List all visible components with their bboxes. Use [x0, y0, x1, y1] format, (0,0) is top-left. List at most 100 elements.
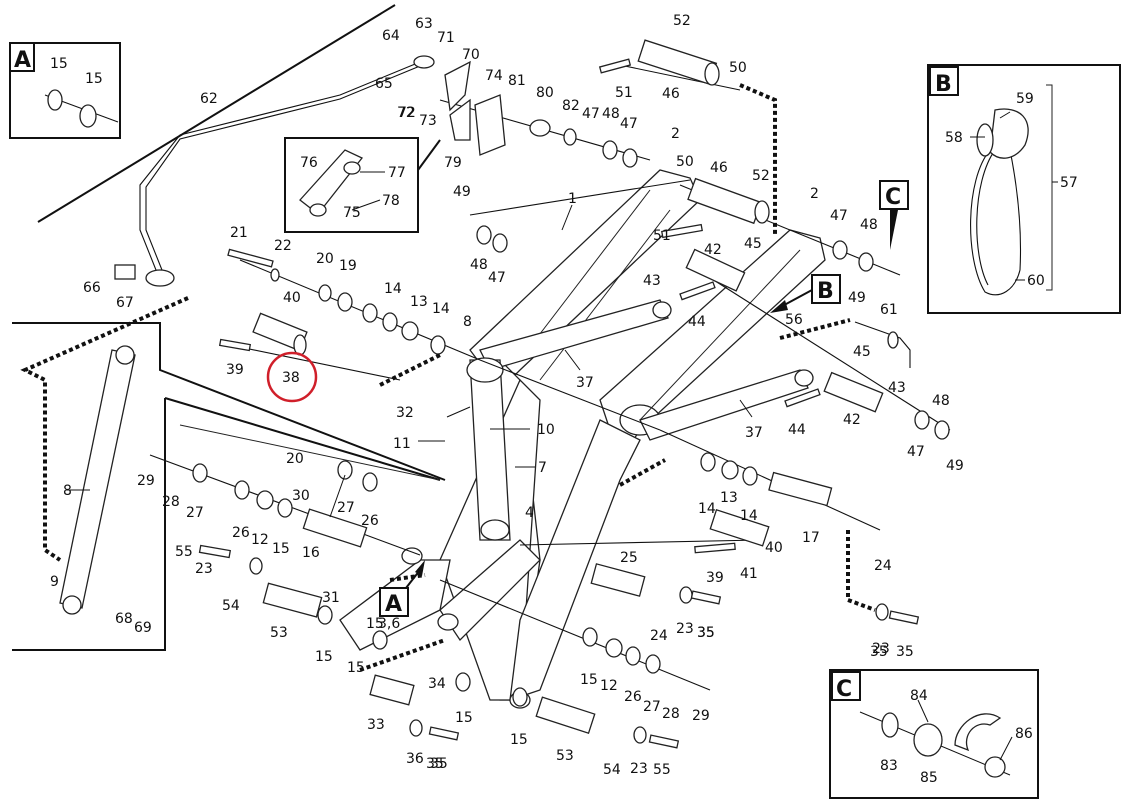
detail-box-a: [9, 42, 121, 139]
part-label: 27: [643, 699, 661, 715]
part-label: 34: [428, 676, 446, 692]
part-label: 54: [603, 762, 621, 778]
part-label: 55: [653, 762, 671, 778]
part-label: 29: [692, 708, 710, 724]
part-label: 15: [347, 660, 365, 676]
part-label: 50: [676, 154, 694, 170]
part-label: 8: [463, 314, 472, 330]
part-label: 37: [745, 425, 763, 441]
part-label: 31: [322, 590, 340, 606]
part-label: 44: [688, 314, 706, 330]
part-label: 56: [785, 312, 803, 328]
part-label: 15: [272, 541, 290, 557]
dashed-guides: [20, 83, 876, 672]
callout-c: C: [885, 185, 901, 210]
part-label: 21: [230, 225, 248, 241]
part-label: 54: [222, 598, 240, 614]
control-rod-62: [114, 61, 421, 287]
part-label: 35: [870, 644, 888, 660]
callouts: [379, 180, 909, 617]
part-label: 50: [729, 60, 747, 76]
inset-label-78: 78: [382, 193, 400, 209]
part-label: 4: [525, 505, 534, 521]
inset-latch: [284, 137, 441, 233]
part-label: 69: [134, 620, 152, 636]
highlight-ring-38: [266, 351, 318, 403]
part-label: 26: [624, 689, 642, 705]
part-label: 27: [186, 505, 204, 521]
part-label: 28: [162, 494, 180, 510]
box-a-label-2: 15: [85, 71, 103, 87]
part-label: 70: [462, 47, 480, 63]
part-label: 11: [393, 436, 411, 452]
box-b-label-57: 57: [1060, 175, 1078, 191]
part-label: 15: [510, 732, 528, 748]
inset-label-77: 77: [388, 165, 406, 181]
part-label-38: 38: [282, 370, 300, 386]
lift-cylinder-right: [639, 369, 814, 441]
part-label: 47: [488, 270, 506, 286]
part-label: 23: [630, 761, 648, 777]
part-label: 35: [426, 756, 444, 772]
part-label: 15: [455, 710, 473, 726]
part-label: 15: [366, 616, 384, 632]
callout-b: B: [817, 279, 834, 304]
part-label: 71: [437, 30, 455, 46]
part-label: 20: [286, 451, 304, 467]
part-label: 26: [361, 513, 379, 529]
part-label: 81: [508, 73, 526, 89]
detail-box-b: [927, 64, 1121, 314]
part-label: 62: [200, 91, 218, 107]
part-label: 72: [398, 105, 416, 121]
box-b-title: B: [935, 72, 952, 97]
part-label: 7: [538, 460, 547, 476]
part-label: 46: [662, 86, 680, 102]
callout-a: A: [385, 592, 402, 617]
part-label: 9: [50, 574, 59, 590]
part-label: 22: [274, 238, 292, 254]
part-label: 35: [430, 756, 448, 772]
part-label: 51: [615, 85, 633, 101]
part-label: 55: [175, 544, 193, 560]
part-label: 47: [907, 444, 925, 460]
part-label: 64: [382, 28, 400, 44]
part-label: 79: [444, 155, 462, 171]
box-b-label-58: 58: [945, 130, 963, 146]
part-label: 49: [946, 458, 964, 474]
part-label: 35: [896, 644, 914, 660]
part-label: 25: [620, 550, 638, 566]
part-label: 43: [643, 273, 661, 289]
view-boundaries: [12, 4, 446, 651]
part-label: 2: [671, 126, 680, 142]
part-label: 27: [337, 500, 355, 516]
part-label: 47: [582, 106, 600, 122]
part-label: 28: [662, 706, 680, 722]
part-label: 61: [880, 302, 898, 318]
detail-box-c: [829, 669, 1039, 799]
part-label: 46: [710, 160, 728, 176]
part-label: 24: [874, 558, 892, 574]
part-label: 14: [740, 508, 758, 524]
box-c-label-85: 85: [920, 770, 938, 786]
box-c-label-83: 83: [880, 758, 898, 774]
part-label: 1: [568, 191, 577, 207]
box-a-label-1: 15: [50, 56, 68, 72]
part-label: 13: [410, 294, 428, 310]
box-c-label-84: 84: [910, 688, 928, 704]
part-label: 47: [620, 116, 638, 132]
part-label: 53: [556, 748, 574, 764]
part-label: 49: [848, 290, 866, 306]
tilt-link: [466, 357, 511, 541]
bracket-73: [413, 55, 551, 156]
part-label: 24: [650, 628, 668, 644]
inset-label-75: 75: [343, 205, 361, 221]
part-label: 48: [602, 106, 620, 122]
link-bar-8: [59, 345, 136, 615]
part-label: 41: [740, 566, 758, 582]
part-label: 8: [63, 483, 72, 499]
part-label: 15: [580, 672, 598, 688]
part-label: 45: [744, 236, 762, 252]
part-label: 19: [339, 258, 357, 274]
inset-label-76: 76: [300, 155, 318, 171]
